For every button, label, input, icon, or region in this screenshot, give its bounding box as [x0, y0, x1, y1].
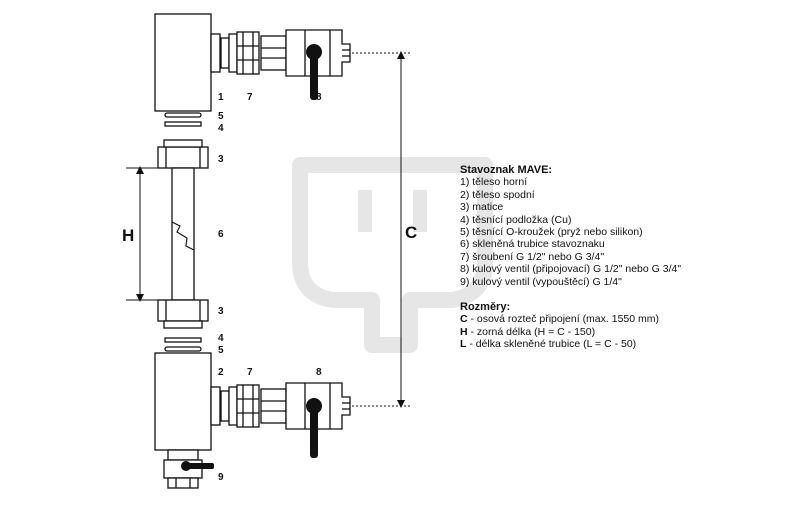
dimension-row-l: L - délka skleněné trubice (L = C - 50)	[460, 338, 790, 350]
part-label-8-bottom: 8	[316, 367, 322, 378]
legend-part-2: 2) těleso spodní	[460, 188, 535, 201]
dimension-key: L	[460, 338, 467, 351]
part-label-4-bottom: 4	[218, 333, 224, 344]
lower-body	[154, 352, 351, 489]
dimension-c-label: C	[405, 223, 417, 242]
legend-part-7: 7) šroubení G 1/2" nebo G 3/4"	[460, 250, 605, 263]
legend-part-6: 6) skleněná trubice stavoznaku	[460, 238, 605, 251]
part-label-6: 6	[218, 229, 224, 240]
part-label-1: 1	[218, 92, 224, 103]
dimension-row-c: C - osová rozteč připojení (max. 1550 mm…	[460, 313, 790, 325]
part-label-5-bottom: 5	[218, 345, 224, 356]
dimension-key: H	[460, 325, 468, 338]
part-label-9: 9	[218, 472, 224, 483]
legend-part-9: 9) kulový ventil (vypouštěcí) G 1/4"	[460, 275, 622, 288]
dimensions-title: Rozměry:	[460, 301, 511, 314]
drain-valve-handle	[181, 461, 214, 471]
legend: Stavoznak MAVE: 1) těleso horní 2) těles…	[460, 164, 790, 351]
upper-valve-handle	[306, 44, 322, 100]
legend-part-8: 8) kulový ventil (připojovací) G 1/2" ne…	[460, 263, 682, 276]
part-label-7-top: 7	[247, 92, 253, 103]
legend-part-4: 4) těsnící podložka (Cu)	[460, 213, 572, 226]
part-label-4-top: 4	[218, 123, 224, 134]
legend-title: Stavoznak MAVE:	[460, 164, 553, 176]
legend-part-1: 1) těleso horní	[460, 176, 528, 189]
dimension-text: - délka skleněné trubice (L = C - 50)	[466, 338, 637, 351]
part-label-8-top: 8	[316, 92, 322, 103]
watermark-plug-icon	[292, 157, 493, 353]
part-label-3-top: 3	[218, 154, 224, 165]
dimension-key: C	[460, 313, 468, 326]
upper-body	[154, 13, 351, 112]
part-label-3-bottom: 3	[218, 306, 224, 317]
dimension-h	[126, 166, 170, 302]
part-label-2: 2	[218, 367, 224, 378]
dimension-text: - osová rozteč připojení (max. 1550 mm)	[467, 313, 660, 326]
dimension-h-label: H	[122, 226, 134, 245]
glass-tube	[171, 167, 195, 301]
part-label-5-top: 5	[218, 111, 224, 122]
top-seals	[157, 112, 209, 169]
legend-part-5: 5) těsnící O-kroužek (pryž nebo silikon)	[460, 226, 643, 239]
lower-valve-handle	[306, 398, 322, 458]
dimension-text: - zorná délka (H = C - 150)	[467, 325, 596, 338]
bottom-seals	[157, 299, 209, 352]
dimension-row-h: H - zorná délka (H = C - 150)	[460, 326, 790, 338]
part-label-7-bottom: 7	[247, 367, 253, 378]
legend-part-3: 3) matice	[460, 201, 504, 214]
